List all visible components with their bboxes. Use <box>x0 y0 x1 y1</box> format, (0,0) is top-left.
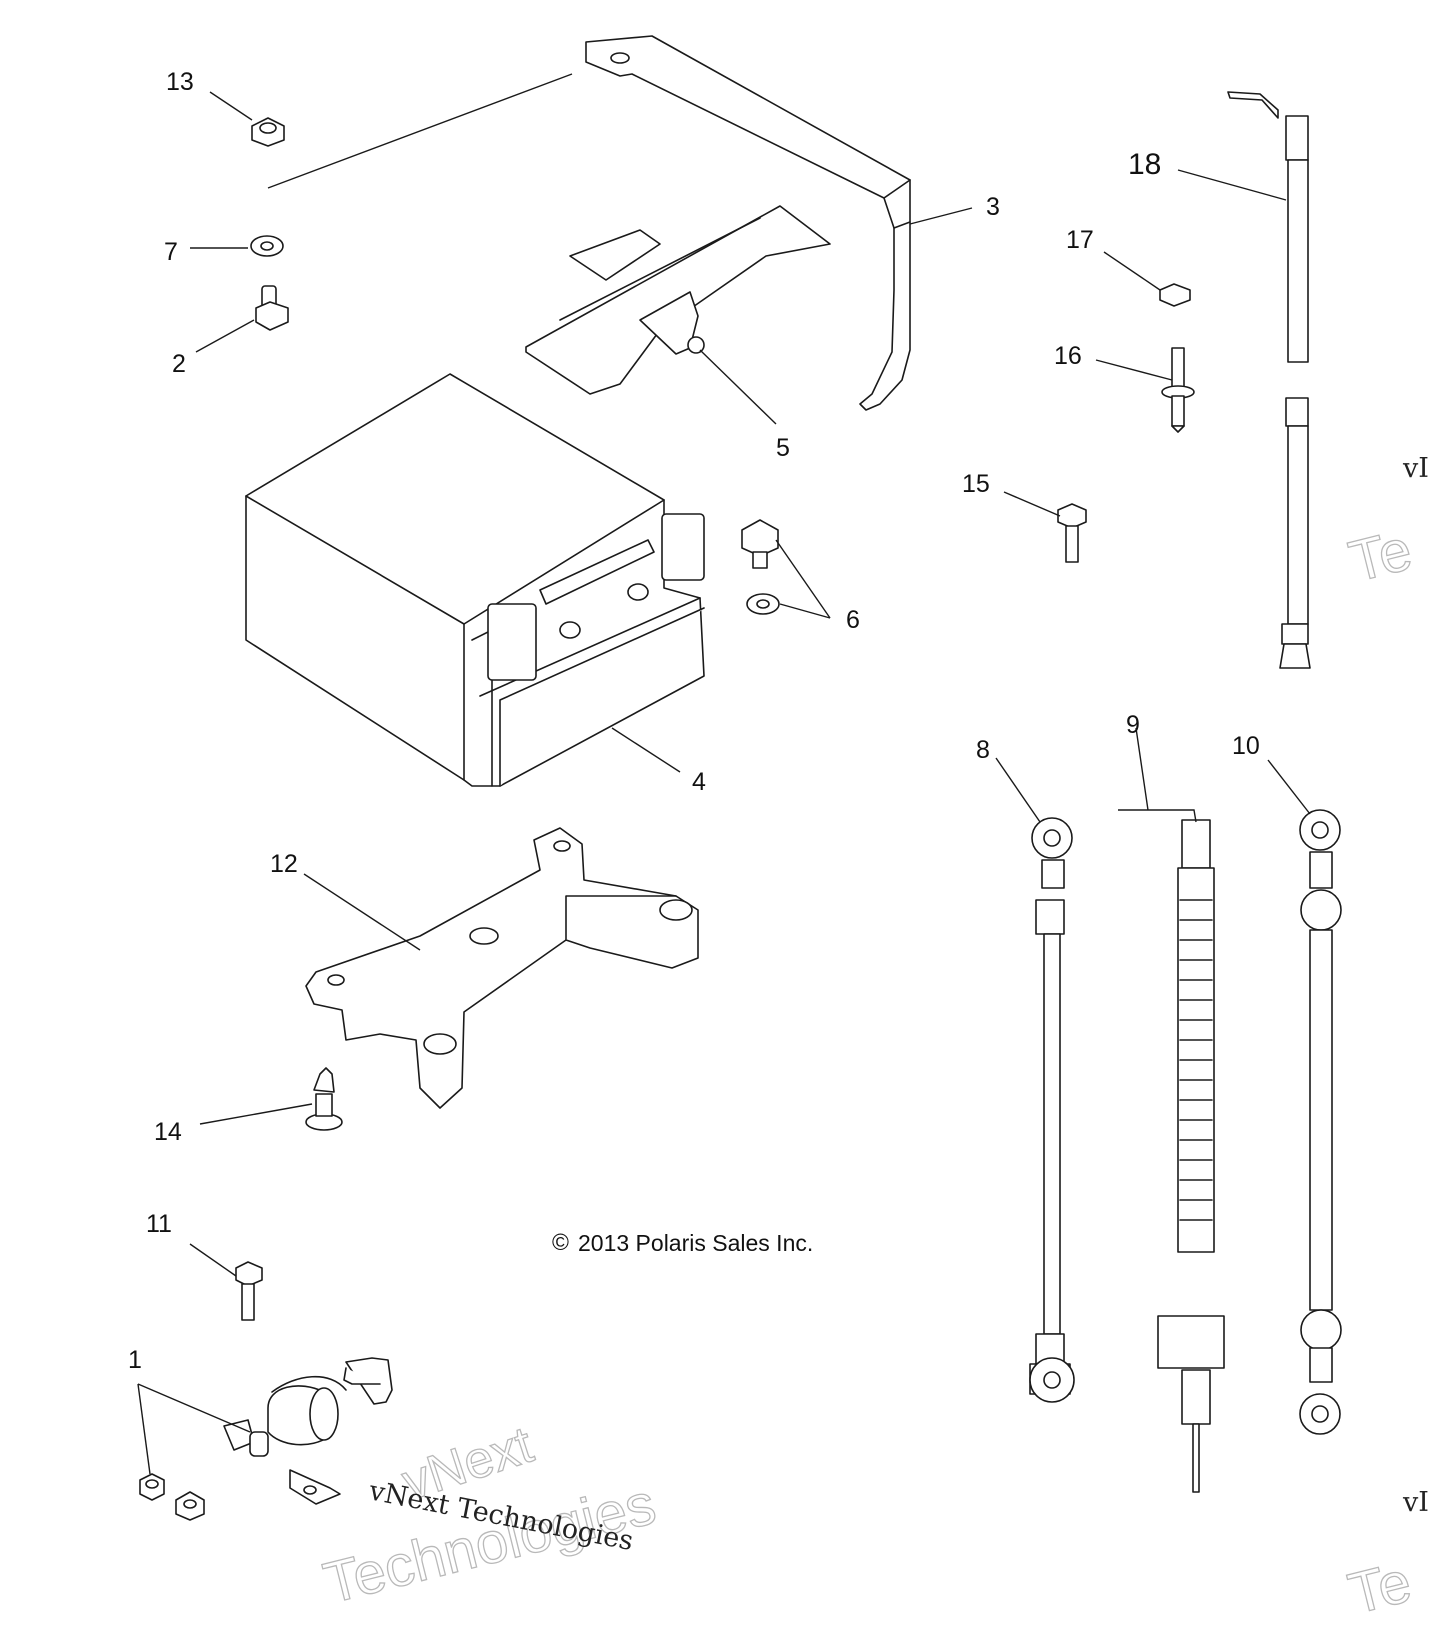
callout-8: 8 <box>976 736 990 764</box>
part-5-top-pad <box>525 205 831 395</box>
part-10-cable <box>1299 809 1342 1435</box>
watermark-edge-large: Te <box>1343 517 1418 595</box>
callout-7: 7 <box>164 238 178 266</box>
part-1-solenoid <box>223 1357 393 1505</box>
part-1-nuts <box>139 1473 205 1521</box>
callout-16: 16 <box>1054 342 1082 370</box>
part-12-battery-tray <box>305 827 699 1109</box>
callout-12: 12 <box>270 850 298 878</box>
watermark-edge-small: vI <box>1402 453 1429 484</box>
callout-1: 1 <box>128 1346 142 1374</box>
part-2-bolt <box>255 285 289 331</box>
callout-labels: 1 2 3 4 5 6 7 8 9 10 11 12 13 14 15 16 1… <box>128 68 1260 1374</box>
part-4-battery <box>245 373 705 787</box>
part-14-push-rivet <box>305 1067 343 1131</box>
leader-lines <box>137 73 1311 1475</box>
callout-2: 2 <box>172 350 186 378</box>
callout-11: 11 <box>146 1210 172 1238</box>
part-11-bolt <box>235 1261 263 1321</box>
callout-6: 6 <box>846 606 860 634</box>
callout-4: 4 <box>692 768 706 796</box>
callout-13: 13 <box>166 68 194 96</box>
part-16-stud <box>1161 347 1195 433</box>
callout-10: 10 <box>1232 732 1260 760</box>
part-13-nut <box>251 117 285 147</box>
part-6-bolt-washer <box>741 519 780 615</box>
callout-3: 3 <box>986 193 1000 221</box>
watermark-edge-large: Te <box>1342 1549 1417 1627</box>
watermark-bottom: vNext Technologies vNext Technologies <box>317 1415 663 1617</box>
part-15-bolt <box>1057 503 1087 563</box>
copyright-symbol: © <box>552 1229 569 1255</box>
part-18-cable <box>1227 91 1311 669</box>
callout-5: 5 <box>776 434 790 462</box>
copyright-text: 2013 Polaris Sales Inc. <box>578 1230 813 1256</box>
callout-14: 14 <box>154 1118 182 1146</box>
part-8-cable <box>1029 817 1075 1403</box>
callout-9: 9 <box>1126 711 1140 739</box>
callout-17: 17 <box>1066 226 1094 254</box>
callout-15: 15 <box>962 470 990 498</box>
watermark-edge: vI Te vI Te <box>1342 453 1429 1627</box>
part-17-nut <box>1159 283 1191 307</box>
part-9-harness <box>1157 819 1225 1493</box>
watermark-edge-small: vI <box>1402 1487 1429 1518</box>
callout-18: 18 <box>1128 148 1161 181</box>
part-3-hold-down-strap <box>585 35 911 411</box>
copyright-notice: © 2013 Polaris Sales Inc. <box>552 1229 813 1256</box>
part-7-washer <box>250 235 284 257</box>
